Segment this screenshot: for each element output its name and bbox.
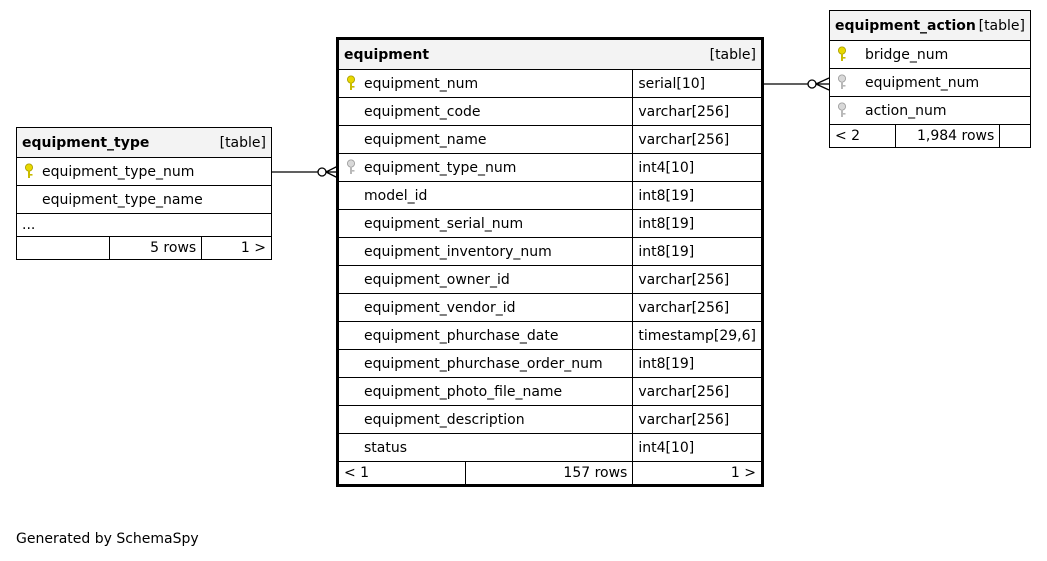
column-type: int4[10] (632, 433, 762, 462)
column-name-cell[interactable]: model_id (337, 181, 634, 210)
column-row[interactable]: equipment_type_num int4[10] (337, 153, 762, 182)
table-name: equipment_type (22, 134, 150, 151)
column-name: model_id (364, 187, 428, 204)
column-row[interactable]: equipment_type_num (16, 157, 272, 186)
column-type: varchar[256] (632, 97, 762, 126)
row-count: 5 rows (109, 236, 203, 260)
column-name: equipment_name (364, 131, 487, 148)
column-name-cell[interactable]: equipment_name (337, 125, 634, 154)
column-name-cell[interactable]: equipment_inventory_num (337, 237, 634, 266)
column-type: int8[19] (632, 209, 762, 238)
parent-count-link[interactable]: < 1 (338, 461, 466, 485)
column-name: bridge_num (865, 47, 949, 63)
edge-equipment-type-to-equipment (272, 165, 339, 179)
table-tag: [table] (978, 17, 1025, 34)
column-row[interactable]: equipment_owner_id varchar[256] (337, 265, 762, 294)
primary-key-icon (835, 46, 849, 62)
foreign-key-icon (835, 74, 849, 90)
column-row[interactable]: bridge_num (829, 40, 1031, 69)
table-tag: [table] (219, 134, 266, 151)
foreign-key-icon (344, 159, 358, 175)
primary-key-icon (22, 163, 36, 179)
column-name: equipment_phurchase_date (364, 327, 559, 344)
table-header[interactable]: equipment_type [table] (16, 127, 272, 158)
column-name-cell[interactable]: equipment_phurchase_date (337, 321, 634, 350)
column-row[interactable]: equipment_name varchar[256] (337, 125, 762, 154)
column-name: equipment_num (865, 75, 980, 91)
column-name-cell[interactable]: equipment_num (337, 69, 634, 98)
foreign-key-icon (835, 102, 849, 118)
child-count-link[interactable]: 1 > (632, 461, 762, 485)
table-equipment[interactable]: equipment [table] equipment_num serial[10… (336, 37, 764, 487)
column-type: varchar[256] (632, 265, 762, 294)
footer-right-empty (999, 124, 1031, 148)
column-row[interactable]: equipment_num serial[10] (337, 69, 762, 98)
column-row[interactable]: equipment_phurchase_date timestamp[29,6] (337, 321, 762, 350)
column-type: int4[10] (632, 153, 762, 182)
column-row[interactable]: action_num (829, 96, 1031, 125)
column-name: equipment_type_num (364, 160, 517, 176)
column-type: varchar[256] (632, 405, 762, 434)
column-row[interactable]: equipment_vendor_id varchar[256] (337, 293, 762, 322)
column-name: equipment_num (364, 76, 479, 92)
table-header[interactable]: equipment_action [table] (829, 10, 1031, 41)
column-name: action_num (865, 103, 947, 119)
column-name: equipment_description (364, 411, 525, 428)
column-type: serial[10] (632, 69, 762, 98)
column-name-cell[interactable]: equipment_code (337, 97, 634, 126)
column-name-cell[interactable]: status (337, 433, 634, 462)
column-row[interactable]: equipment_inventory_num int8[19] (337, 237, 762, 266)
column-name: equipment_type_name (42, 191, 203, 208)
column-row[interactable]: equipment_serial_num int8[19] (337, 209, 762, 238)
column-name: status (364, 439, 408, 456)
column-name: equipment_photo_file_name (364, 383, 563, 400)
table-header[interactable]: equipment [table] (338, 39, 762, 70)
column-row[interactable]: model_id int8[19] (337, 181, 762, 210)
column-name-cell[interactable]: equipment_photo_file_name (337, 377, 634, 406)
column-row[interactable]: equipment_photo_file_name varchar[256] (337, 377, 762, 406)
column-type: int8[19] (632, 237, 762, 266)
column-name: equipment_inventory_num (364, 243, 552, 260)
edge-equipment-to-equipment-action (762, 77, 830, 91)
column-name-cell[interactable]: equipment_serial_num (337, 209, 634, 238)
parent-count-link[interactable]: < 2 (829, 124, 896, 148)
column-row[interactable]: equipment_phurchase_order_num int8[19] (337, 349, 762, 378)
column-name-cell[interactable]: equipment_description (337, 405, 634, 434)
row-count: 1,984 rows (894, 124, 1001, 148)
column-type: int8[19] (632, 181, 762, 210)
column-name-cell[interactable]: equipment_phurchase_order_num (337, 349, 634, 378)
column-name: equipment_code (364, 103, 481, 120)
column-row[interactable]: status int4[10] (337, 433, 762, 462)
column-name-cell[interactable]: equipment_type_num (337, 153, 634, 182)
column-type: int8[19] (632, 349, 762, 378)
column-type: timestamp[29,6] (632, 321, 762, 350)
table-equipment-action[interactable]: equipment_action [table] bridge_num equi… (829, 10, 1031, 148)
column-name: equipment_serial_num (364, 215, 524, 232)
row-count: 157 rows (464, 461, 634, 485)
column-name: equipment_owner_id (364, 271, 510, 288)
column-row[interactable]: equipment_description varchar[256] (337, 405, 762, 434)
table-name: equipment_action (835, 17, 976, 34)
table-equipment-type[interactable]: equipment_type [table] equipment_type_nu… (15, 127, 272, 260)
footer-left (15, 236, 111, 260)
column-type: varchar[256] (632, 125, 762, 154)
column-name: equipment_phurchase_order_num (364, 355, 603, 372)
column-row[interactable]: equipment_type_name (16, 185, 272, 214)
column-name: equipment_type_num (42, 164, 195, 180)
column-name-cell[interactable]: equipment_vendor_id (337, 293, 634, 322)
generated-by-label: Generated by SchemaSpy (16, 531, 199, 547)
child-count-link[interactable]: 1 > (201, 236, 272, 260)
column-row[interactable]: equipment_num (829, 68, 1031, 97)
column-name: equipment_vendor_id (364, 299, 516, 316)
ellipsis-row: ... (16, 213, 272, 237)
column-type: varchar[256] (632, 293, 762, 322)
column-name-cell[interactable]: equipment_owner_id (337, 265, 634, 294)
table-name: equipment (344, 46, 430, 63)
table-tag: [table] (709, 46, 756, 63)
primary-key-icon (344, 75, 358, 91)
column-type: varchar[256] (632, 377, 762, 406)
column-row[interactable]: equipment_code varchar[256] (337, 97, 762, 126)
